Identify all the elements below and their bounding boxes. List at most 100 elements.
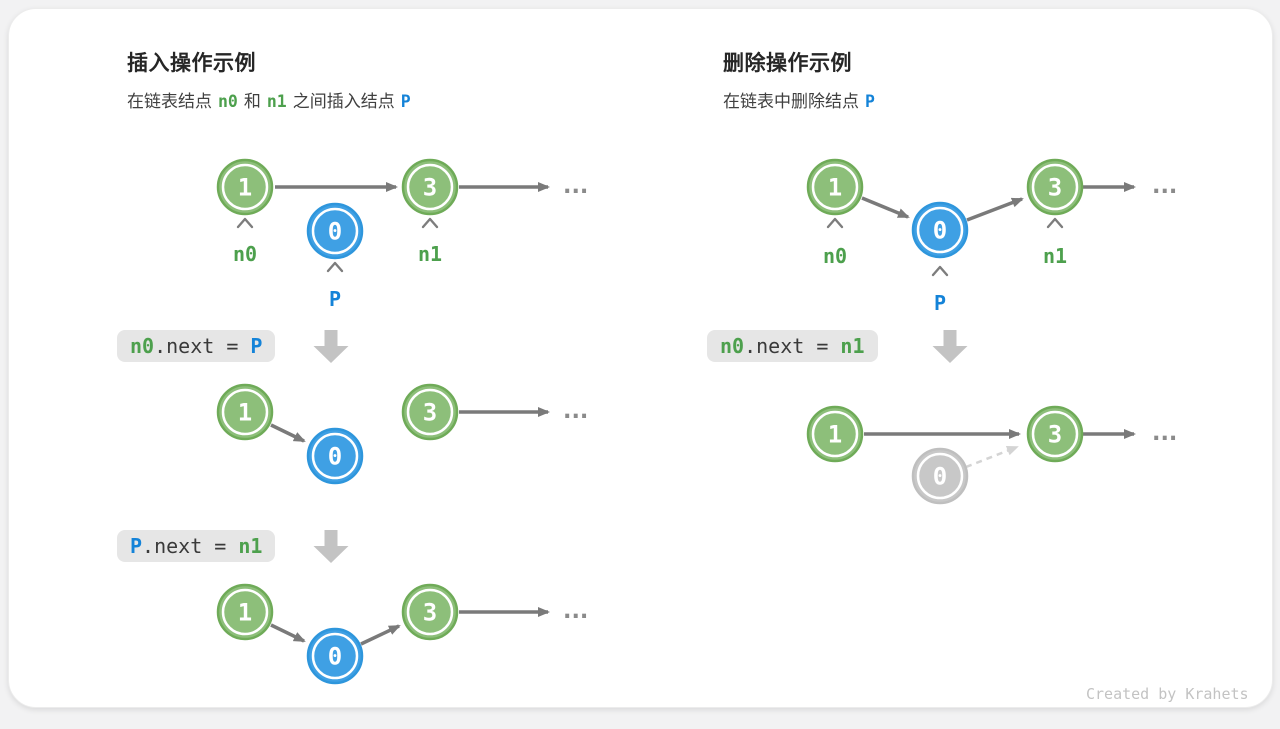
credit-text: Created by Krahets <box>1086 685 1249 703</box>
caret-up-icon <box>421 217 439 229</box>
code-op: .next = <box>744 334 841 358</box>
right-subtitle-token-p: P <box>865 92 875 111</box>
arrow-p-to-n1 <box>966 197 1024 222</box>
node-inner-ring <box>406 388 454 436</box>
node-circle <box>806 405 864 463</box>
node-1: 1 <box>216 158 274 216</box>
left-subtitle-token-p: P <box>400 92 411 111</box>
node-inner-ring <box>406 163 454 211</box>
node-inner-ring <box>311 432 359 480</box>
node-value: 3 <box>1048 174 1062 202</box>
code-rhs: P <box>250 334 263 358</box>
node-circle <box>216 158 274 216</box>
node-circle <box>911 201 969 259</box>
node-inner-ring <box>1031 410 1079 458</box>
code-rhs: n1 <box>238 534 263 558</box>
node-circle <box>1026 405 1084 463</box>
ellipsis: ... <box>560 396 587 424</box>
node-inner-ring <box>811 410 859 458</box>
ellipsis: ... <box>560 171 587 199</box>
caret-up-icon <box>931 265 949 277</box>
node-value: 3 <box>423 174 437 202</box>
node-inner-ring <box>311 632 359 680</box>
arrow-p-to-n1 <box>360 624 401 646</box>
node-circle <box>216 383 274 441</box>
insert-step1-diagram: 1 0 3 ... <box>216 383 593 485</box>
node-circle <box>306 627 364 685</box>
node-value: 1 <box>238 399 252 427</box>
code-lhs: n0 <box>130 334 155 358</box>
node-value: 3 <box>423 399 437 427</box>
right-subtitle-text-1: 在链表中删除结点 <box>723 92 859 111</box>
code-op: .next = <box>154 334 251 358</box>
node-circle <box>306 427 364 485</box>
right-subtitle: 在链表中删除结点 P <box>723 87 881 112</box>
node-inner-ring <box>406 588 454 636</box>
caret-up-icon <box>1046 217 1064 229</box>
arrow-n0-to-p <box>270 423 306 443</box>
node-3: 3 <box>401 583 459 641</box>
arrow-n0-to-p <box>270 623 306 643</box>
ellipsis: ... <box>1149 171 1176 199</box>
node-inner-ring <box>916 206 964 254</box>
dashed-arrow-p-to-n1 <box>965 445 1019 469</box>
node-value: 0 <box>933 463 947 491</box>
pointer-label-n0: n0 <box>823 244 847 268</box>
node-circle <box>806 158 864 216</box>
node-circle <box>306 202 364 260</box>
code-box-p-next-n1: P.next = n1 <box>117 530 276 562</box>
node-circle <box>401 383 459 441</box>
left-subtitle-text-3: 之间插入结点 <box>292 92 395 111</box>
node-value: 0 <box>328 443 342 471</box>
node-inner-ring <box>311 207 359 255</box>
node-1: 1 <box>806 405 864 463</box>
node-value: 1 <box>238 174 252 202</box>
node-inner-ring <box>221 163 269 211</box>
node-circle <box>1026 158 1084 216</box>
node-p: 0 <box>306 202 364 260</box>
arrow-n0-to-p <box>861 196 910 219</box>
node-3: 3 <box>401 383 459 441</box>
caret-up-icon <box>826 217 844 229</box>
diagram-canvas: 1 3 0 n0 n1 P ... <box>216 158 1182 685</box>
code-box-n0-next-p: n0.next = P <box>117 330 276 362</box>
caret-up-icon <box>236 217 254 229</box>
node-value: 0 <box>328 218 342 246</box>
node-inner-ring <box>221 388 269 436</box>
node-circle <box>401 583 459 641</box>
node-1: 1 <box>806 158 864 216</box>
code-box-n0-next-n1: n0.next = n1 <box>707 330 878 362</box>
node-p-removed: 0 <box>911 447 969 505</box>
left-subtitle-token-n0: n0 <box>218 92 238 111</box>
delete-step1-diagram: 1 0 3 ... <box>806 405 1182 505</box>
delete-step0-diagram: 1 0 3 n0 n1 P ... <box>806 158 1182 315</box>
node-inner-ring <box>1031 163 1079 211</box>
node-value: 1 <box>828 174 842 202</box>
pointer-label-p: P <box>329 287 341 311</box>
right-title: 删除操作示例 <box>723 52 852 75</box>
left-title: 插入操作示例 <box>127 52 256 75</box>
node-3: 3 <box>1026 405 1084 463</box>
node-circle <box>911 447 969 505</box>
step-down-arrow-icon <box>313 330 349 363</box>
code-lhs: n0 <box>720 334 745 358</box>
node-value: 0 <box>328 643 342 671</box>
node-circle <box>401 158 459 216</box>
code-rhs: n1 <box>840 334 865 358</box>
node-value: 1 <box>828 421 842 449</box>
ellipsis: ... <box>1149 418 1176 446</box>
pointer-label-p: P <box>934 291 946 315</box>
node-value: 3 <box>1048 421 1062 449</box>
node-value: 0 <box>933 217 947 245</box>
code-lhs: P <box>130 534 143 558</box>
node-inner-ring <box>811 163 859 211</box>
right-panel-header: 删除操作示例 在链表中删除结点 P <box>723 47 881 112</box>
node-inner-ring <box>221 588 269 636</box>
node-1: 1 <box>216 583 274 641</box>
node-p: 0 <box>911 201 969 259</box>
node-value: 3 <box>423 599 437 627</box>
insert-step0-diagram: 1 3 0 n0 n1 P ... <box>216 158 593 311</box>
